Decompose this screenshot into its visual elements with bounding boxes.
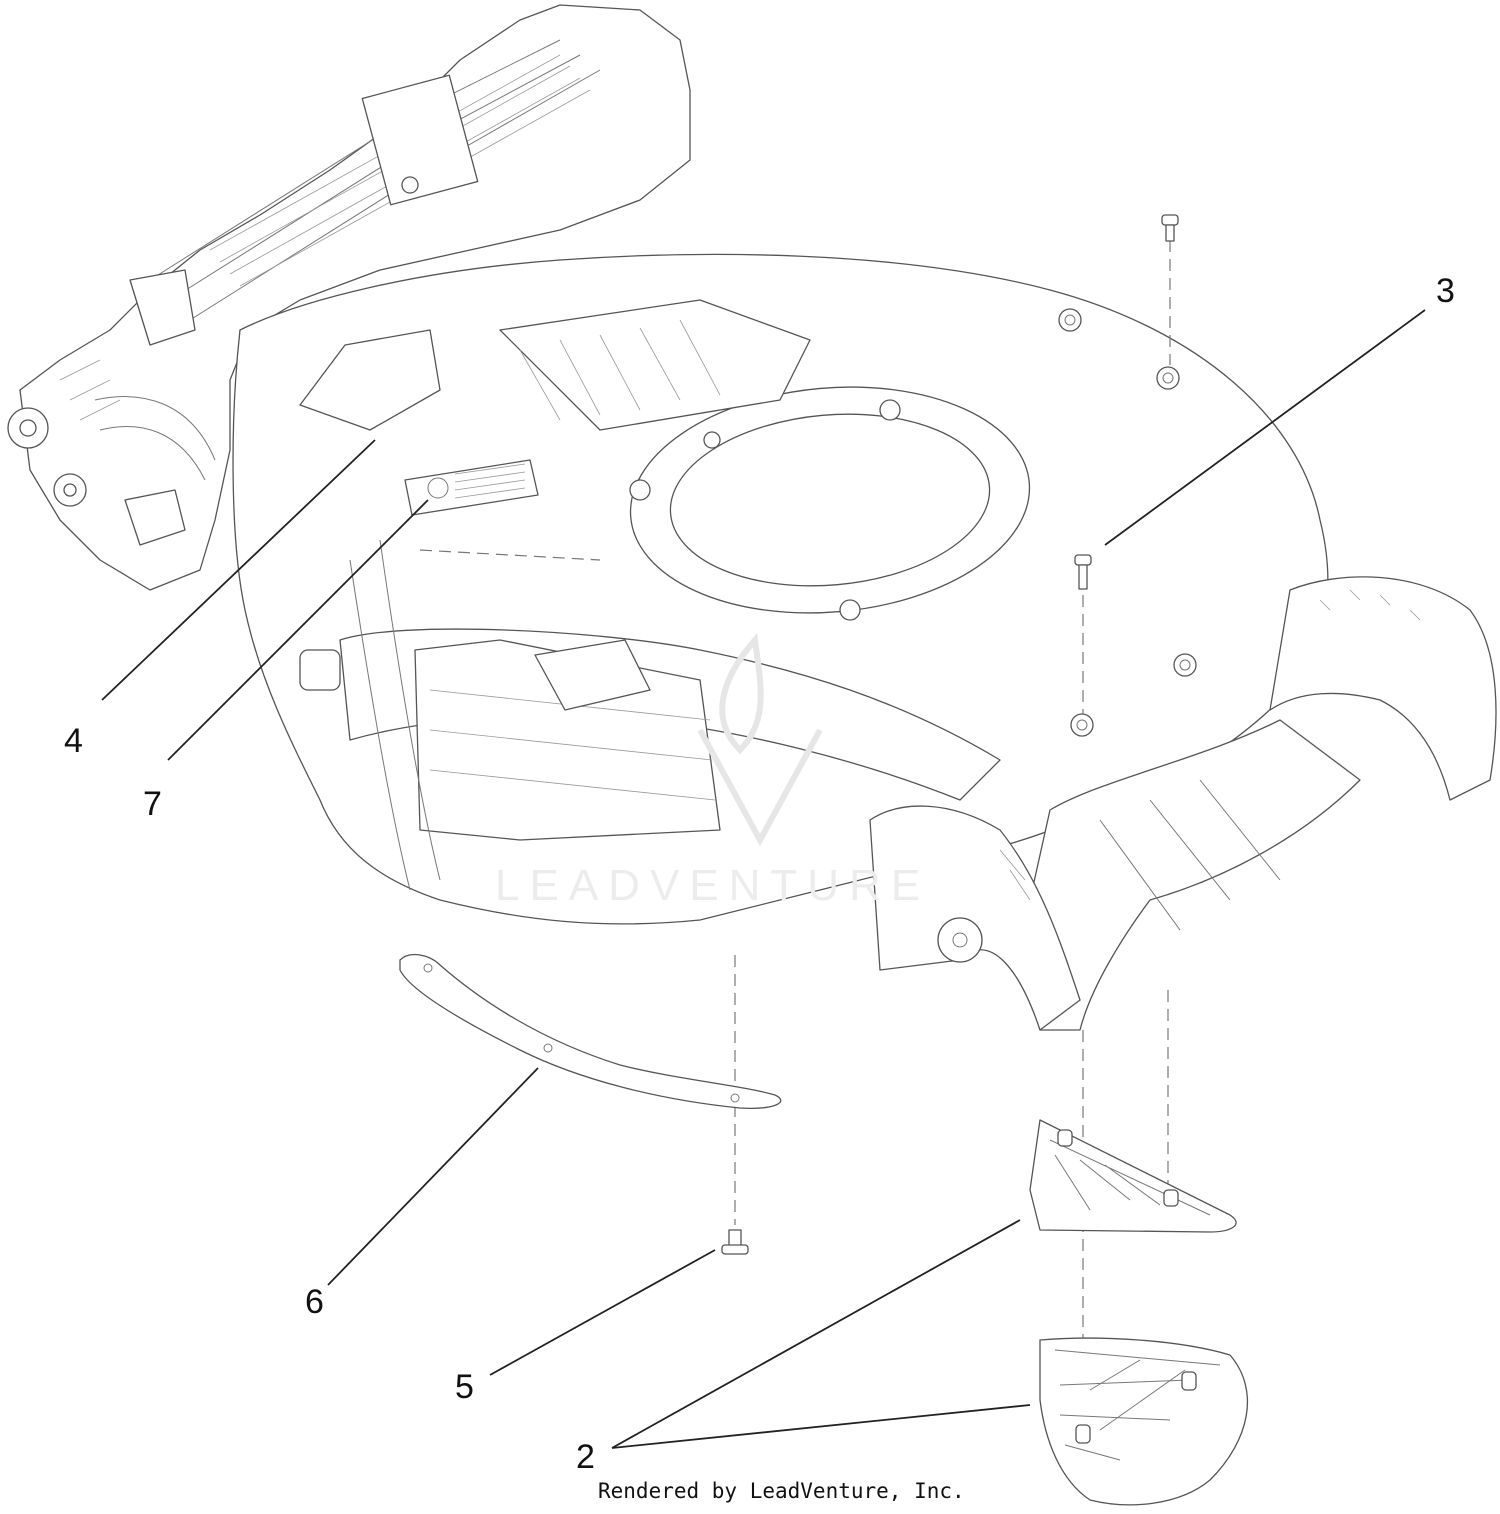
leader-3 xyxy=(1104,309,1426,546)
leader-lines xyxy=(101,309,1426,1449)
side-discharge-chute xyxy=(869,576,1497,1031)
callout-6: 6 xyxy=(305,1283,324,1321)
callout-5: 5 xyxy=(455,1368,474,1406)
deflector-2-upper xyxy=(1029,1119,1237,1233)
leader-7 xyxy=(167,499,429,761)
baffle-strip-6 xyxy=(399,953,782,1109)
screw-3-upper xyxy=(1161,214,1179,242)
leader-2a xyxy=(611,1219,1021,1449)
callouts: 3 4 7 6 5 2 xyxy=(64,272,1455,1476)
leader-4 xyxy=(101,439,376,701)
callout-2: 2 xyxy=(576,1438,595,1476)
callout-4: 4 xyxy=(64,722,83,760)
leader-2b xyxy=(611,1404,1031,1449)
screw-3-lower xyxy=(1074,554,1092,590)
handle-bracket-assembly xyxy=(7,4,691,591)
callout-7: 7 xyxy=(143,785,162,823)
leader-6 xyxy=(327,1067,539,1286)
leader-5 xyxy=(489,1249,716,1376)
deflector-2-lower xyxy=(1039,1337,1249,1506)
watermark: LEADVENTURE xyxy=(495,632,930,910)
watermark-text: LEADVENTURE xyxy=(495,861,930,910)
mower-deck xyxy=(232,176,1329,925)
render-credit: Rendered by LeadVenture, Inc. xyxy=(598,1479,965,1503)
callout-3: 3 xyxy=(1436,272,1455,310)
screw-5 xyxy=(721,1229,749,1255)
